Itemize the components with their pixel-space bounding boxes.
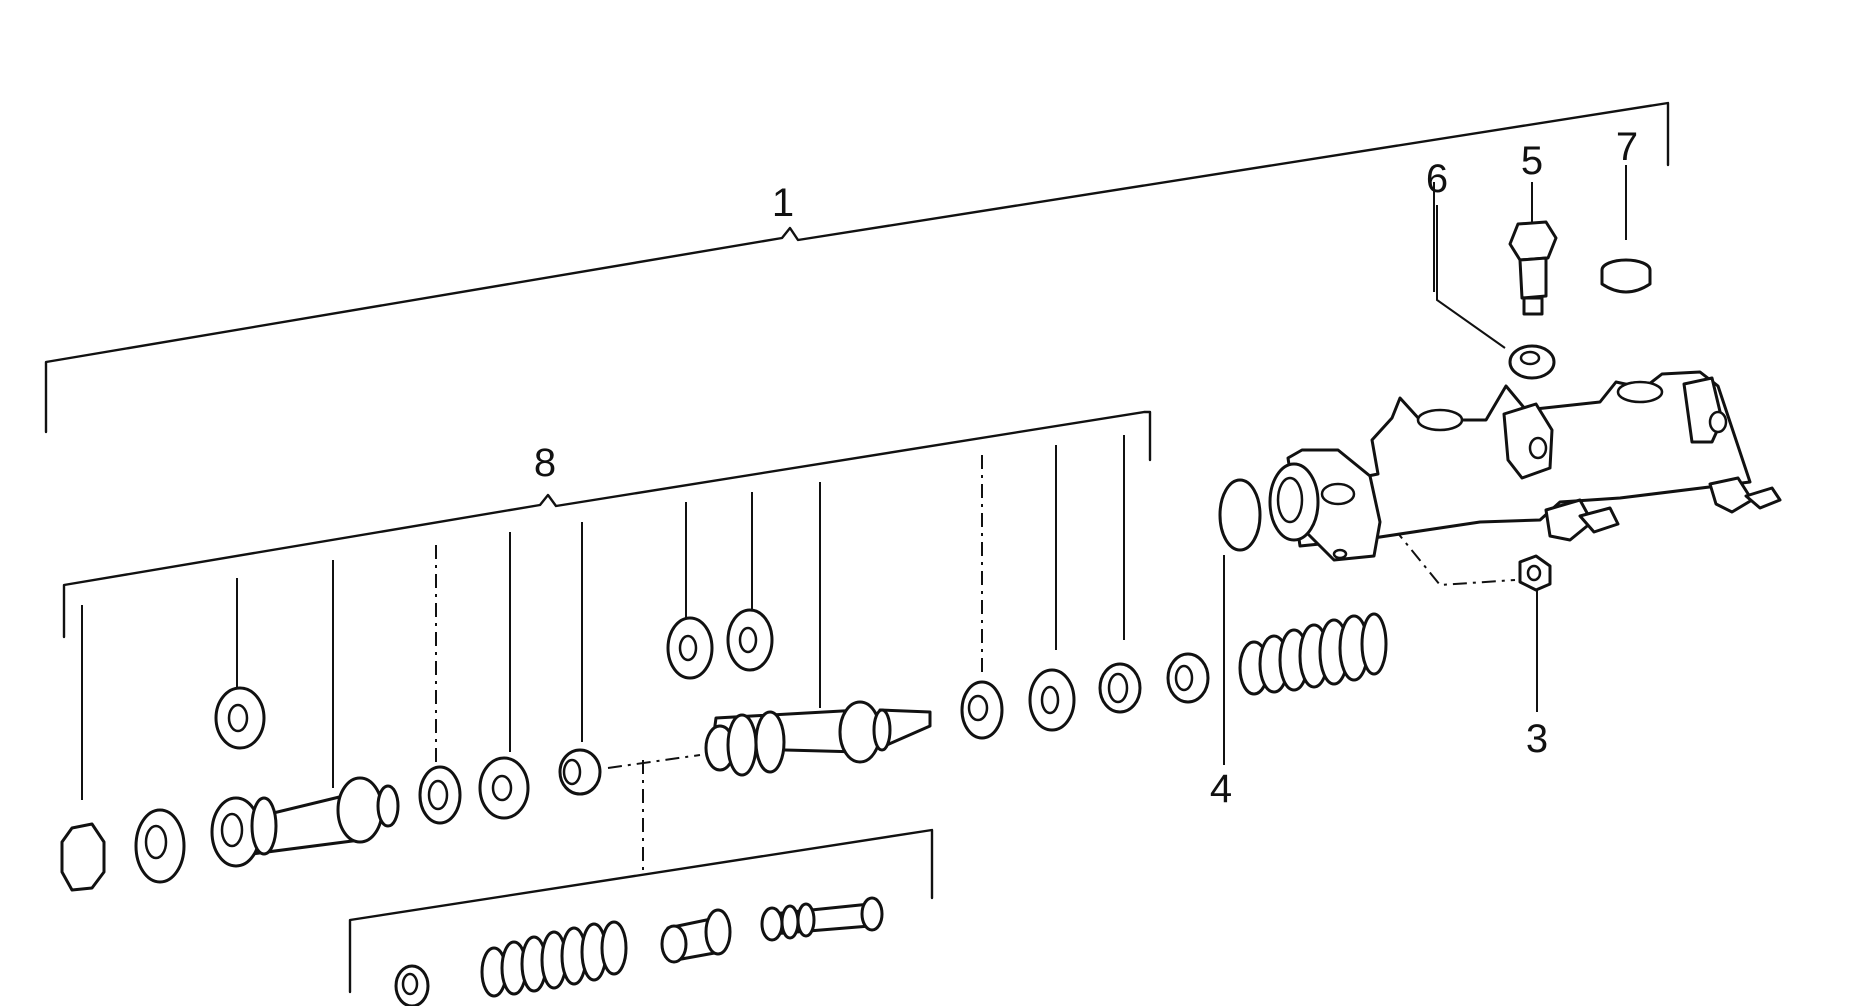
- callout-7: 7: [1616, 125, 1638, 169]
- leader-lines: [81, 165, 1627, 870]
- return-spring: [1238, 612, 1388, 696]
- callouts: 1 8 6 5 7 4 3: [534, 125, 1638, 811]
- primary-cup-seal: [478, 756, 530, 820]
- washer-mid: [960, 680, 1004, 740]
- spring-seat: [1166, 652, 1210, 704]
- spacer-ring: [558, 748, 602, 796]
- cup-seal-mid: [1028, 668, 1076, 732]
- bleeder-screw: [1508, 220, 1558, 316]
- secondary-piston: [704, 700, 932, 777]
- valve-body: [660, 908, 732, 964]
- cap: [1600, 258, 1652, 294]
- callout-4: 4: [1210, 767, 1232, 811]
- cup-seal-upper-mid-left: [666, 616, 714, 680]
- callout-1: 1: [772, 181, 794, 225]
- valve-stem: [760, 896, 884, 942]
- spring-seat-lower: [394, 964, 430, 1006]
- lower-spring: [480, 920, 628, 998]
- stop-washer: [134, 808, 186, 884]
- nut: [1518, 554, 1552, 592]
- callout-8: 8: [534, 441, 556, 485]
- cylinder-housing: [1268, 370, 1782, 562]
- sealing-ring: [1218, 478, 1262, 552]
- primary-piston: [210, 776, 400, 868]
- cup-seal-upper-mid-right: [726, 608, 774, 672]
- circlip: [60, 822, 106, 892]
- callout-3: 3: [1526, 717, 1548, 761]
- cup-seal-upper-left: [214, 686, 266, 750]
- callout-5: 5: [1521, 139, 1543, 183]
- callout-6: 6: [1426, 157, 1448, 201]
- bracket-assembly-1: [44, 101, 1670, 434]
- washer-6: [1508, 344, 1556, 380]
- cup-washer: [418, 765, 462, 825]
- ring-mid: [1098, 662, 1142, 714]
- bracket-secondary-piston-group: [348, 828, 934, 994]
- bracket-repair-kit-8: [62, 410, 1152, 639]
